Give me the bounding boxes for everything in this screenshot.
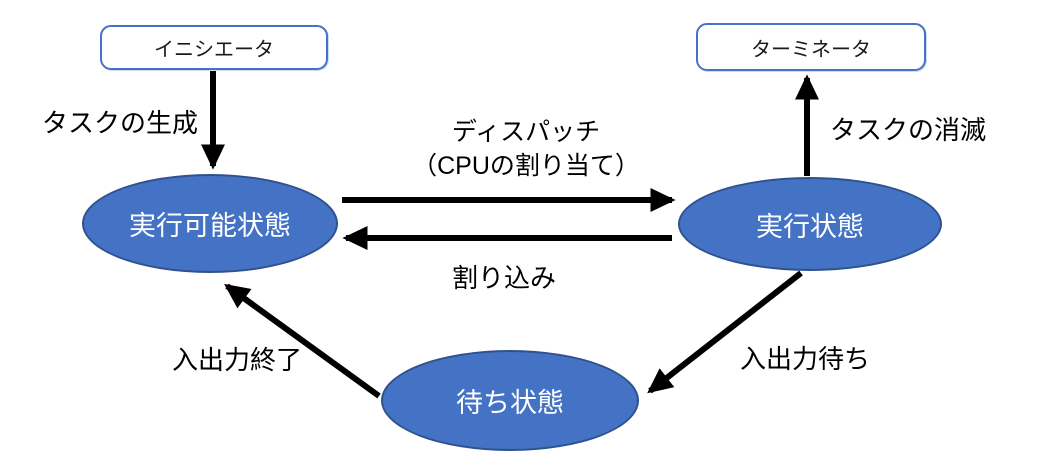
initiator-box: イニシエータ	[100, 25, 328, 70]
state-waiting-label: 待ち状態	[456, 388, 564, 418]
edge-label-io-end: 入出力終了	[172, 345, 303, 375]
state-running-label: 実行状態	[756, 211, 864, 242]
terminator-label: ターミネータ	[751, 38, 871, 61]
edge-label-task-create: タスクの生成	[42, 108, 199, 138]
terminator-box: ターミネータ	[696, 23, 926, 71]
state-ready-label: 実行可能状態	[129, 211, 291, 241]
state-waiting: 待ち状態	[381, 350, 639, 451]
edge-label-dispatch: ディスパッチ （CPUの割り当て）	[378, 115, 674, 183]
edge-label-io-wait: 入出力待ち	[740, 344, 871, 374]
edge-label-dispatch-line2: （CPUの割り当て）	[412, 152, 640, 180]
arrow-io-end	[224, 283, 381, 399]
edge-label-interrupt: 割り込み	[452, 263, 557, 293]
state-running: 実行状態	[678, 177, 942, 271]
edge-label-dispatch-line1: ディスパッチ	[451, 118, 601, 146]
initiator-label: イニシエータ	[154, 39, 274, 61]
arrow-io-wait	[647, 270, 803, 394]
state-ready: 実行可能状態	[82, 174, 338, 273]
edge-label-task-destroy: タスクの消滅	[830, 115, 987, 145]
